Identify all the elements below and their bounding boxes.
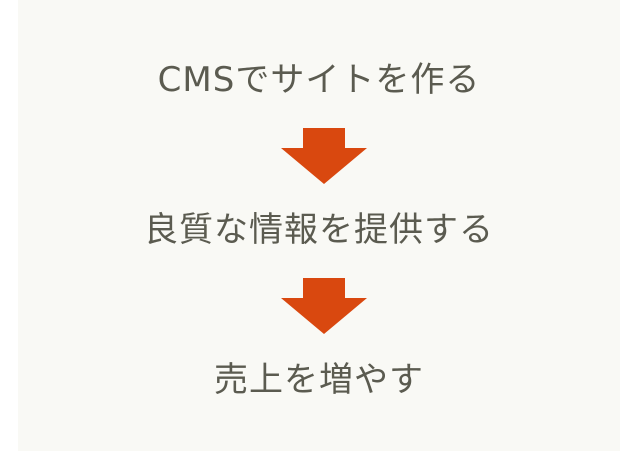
down-arrow-icon [281, 128, 367, 184]
down-arrow-icon [281, 278, 367, 334]
step-increase-sales: 売上を増やす [214, 360, 424, 400]
diagram-slide: CMSでサイトを作る 良質な情報を提供する 売上を増やす [18, 0, 620, 451]
step-provide-quality-information: 良質な情報を提供する [144, 210, 494, 250]
step-create-site-with-cms: CMSでサイトを作る [157, 60, 481, 100]
